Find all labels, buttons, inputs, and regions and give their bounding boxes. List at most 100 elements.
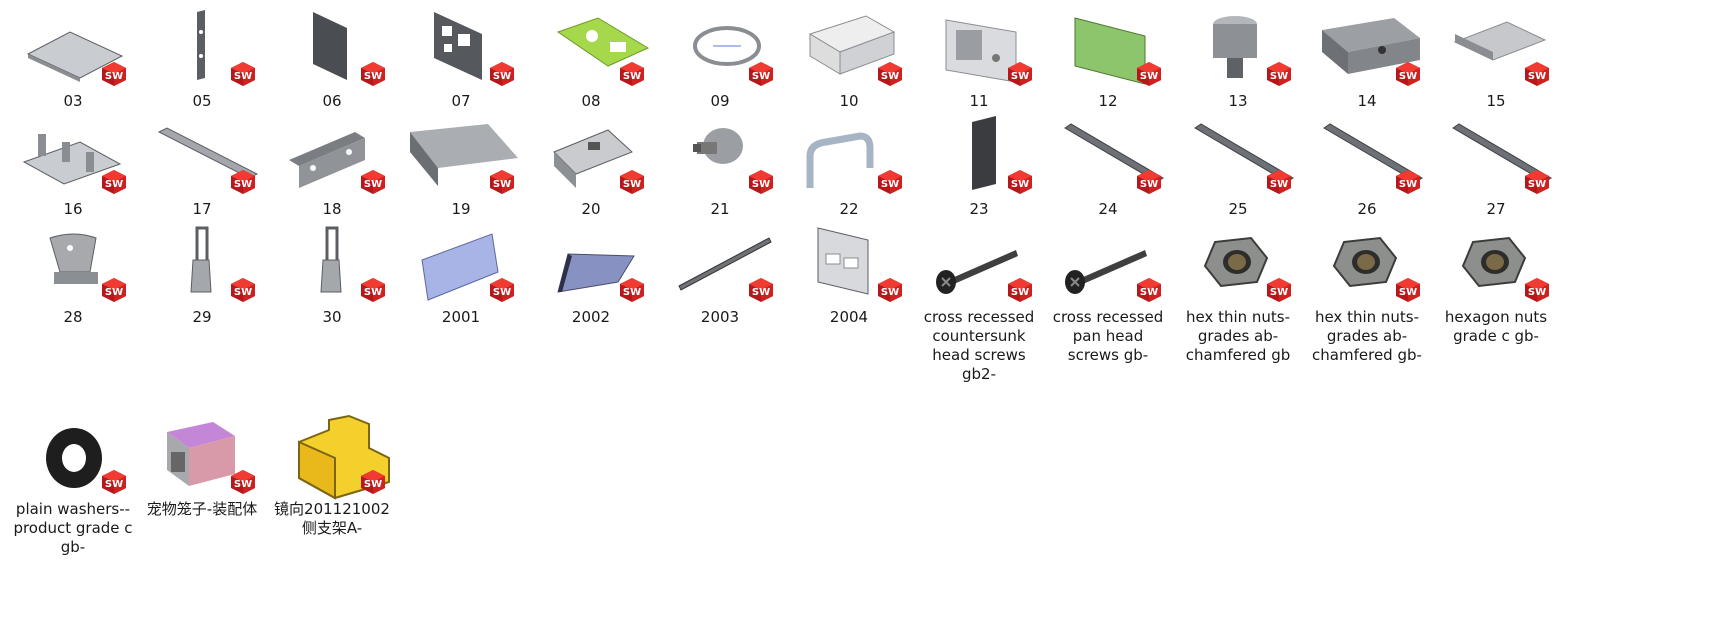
file-item[interactable]: SW 08	[528, 4, 654, 124]
file-name: cross recessed pan head screws gb-	[1052, 308, 1164, 364]
svg-text:SW: SW	[1528, 287, 1546, 298]
grid-panel-icon	[786, 220, 912, 308]
file-item[interactable]: SW cross recessed countersunk head screw…	[916, 220, 1042, 383]
svg-text:SW: SW	[881, 287, 899, 298]
file-item[interactable]: SW hex thin nuts-grades ab-chamfered gb-	[1304, 220, 1430, 364]
solidworks-badge-icon: SW	[878, 170, 902, 194]
file-item[interactable]: SW 2004	[786, 220, 912, 340]
svg-text:SW: SW	[1011, 71, 1029, 82]
file-name: 2004	[829, 308, 869, 326]
file-name: 13	[1228, 92, 1248, 110]
svg-text:SW: SW	[1270, 179, 1288, 190]
solidworks-badge-icon: SW	[1525, 62, 1549, 86]
svg-text:SW: SW	[1140, 71, 1158, 82]
file-item[interactable]: SW 03	[10, 4, 136, 124]
file-item[interactable]: SW 05	[139, 4, 265, 124]
svg-text:SW: SW	[105, 287, 123, 298]
file-item[interactable]: SW 21	[657, 112, 783, 232]
solidworks-badge-icon: SW	[231, 62, 255, 86]
file-name: 23	[969, 200, 989, 218]
solidworks-badge-icon: SW	[749, 170, 773, 194]
file-name: 21	[710, 200, 730, 218]
solidworks-badge-icon: SW	[1525, 278, 1549, 302]
rod-icon	[1304, 112, 1430, 200]
file-name: 30	[322, 308, 342, 326]
file-item[interactable]: SW 15	[1433, 4, 1559, 124]
file-item[interactable]: SW cross recessed pan head screws gb-	[1045, 220, 1171, 364]
file-item[interactable]: SW 19	[398, 112, 524, 232]
angle-bracket-icon	[269, 112, 395, 200]
svg-text:SW: SW	[105, 179, 123, 190]
green-plate-icon	[528, 4, 654, 92]
file-item[interactable]: SW hexagon nuts grade c gb-	[1433, 220, 1559, 345]
svg-text:SW: SW	[1399, 287, 1417, 298]
svg-text:SW: SW	[234, 287, 252, 298]
file-item[interactable]: SW 23	[916, 112, 1042, 232]
file-name: 08	[581, 92, 601, 110]
file-item[interactable]: SW 18	[269, 112, 395, 232]
svg-text:SW: SW	[234, 71, 252, 82]
channel-beam-icon	[398, 112, 524, 200]
solidworks-badge-icon: SW	[490, 278, 514, 302]
file-item[interactable]: SW 07	[398, 4, 524, 124]
file-item[interactable]: SW 11	[916, 4, 1042, 124]
file-name: 09	[710, 92, 730, 110]
solidworks-badge-icon: SW	[361, 470, 385, 494]
svg-text:SW: SW	[881, 179, 899, 190]
knob-icon	[657, 112, 783, 200]
file-item[interactable]: SW 09	[657, 4, 783, 124]
file-item[interactable]: SW hex thin nuts-grades ab-chamfered gb	[1175, 220, 1301, 364]
file-item[interactable]: SW 2001	[398, 220, 524, 340]
solidworks-badge-icon: SW	[361, 170, 385, 194]
file-item[interactable]: SW 28	[10, 220, 136, 340]
file-item[interactable]: SW 镜向201121002侧支架A-	[269, 412, 395, 537]
file-item[interactable]: SW 12	[1045, 4, 1171, 124]
file-item[interactable]: SW 20	[528, 112, 654, 232]
file-item[interactable]: SW 22	[786, 112, 912, 232]
rail-icon	[657, 220, 783, 308]
file-item[interactable]: SW 17	[139, 112, 265, 232]
file-item[interactable]: SW 26	[1304, 112, 1430, 232]
svg-text:SW: SW	[1528, 179, 1546, 190]
file-name: 27	[1486, 200, 1506, 218]
file-name: 2003	[700, 308, 740, 326]
file-name: 26	[1357, 200, 1377, 218]
file-item[interactable]: SW 宠物笼子-装配体	[139, 412, 265, 532]
file-item[interactable]: SW 06	[269, 4, 395, 124]
solidworks-badge-icon: SW	[490, 170, 514, 194]
svg-text:SW: SW	[623, 71, 641, 82]
plate-icon	[10, 4, 136, 92]
vent-panel-icon	[916, 4, 1042, 92]
bracket-icon	[1433, 4, 1559, 92]
file-item[interactable]: SW 30	[269, 220, 395, 340]
file-item[interactable]: SW 25	[1175, 112, 1301, 232]
file-item[interactable]: SW plain washers--product grade c gb-	[10, 412, 136, 556]
file-item[interactable]: SW 13	[1175, 4, 1301, 124]
file-name: 12	[1098, 92, 1118, 110]
svg-text:SW: SW	[1528, 71, 1546, 82]
file-item[interactable]: SW 10	[786, 4, 912, 124]
file-item[interactable]: SW 14	[1304, 4, 1430, 124]
handle-icon	[786, 112, 912, 200]
threaded-cylinder-icon	[1175, 4, 1301, 92]
file-item[interactable]: SW 27	[1433, 112, 1559, 232]
rod-icon	[1045, 112, 1171, 200]
file-name: 22	[839, 200, 859, 218]
file-grid: SW 03 SW 05 SW 06 SW 07 SW 08 SW 09 SW 1…	[10, 0, 1710, 639]
solidworks-badge-icon: SW	[1137, 278, 1161, 302]
ring-icon	[657, 4, 783, 92]
rod-icon	[1433, 112, 1559, 200]
svg-text:SW: SW	[493, 71, 511, 82]
dark-plate-icon	[269, 4, 395, 92]
file-item[interactable]: SW 2003	[657, 220, 783, 340]
file-item[interactable]: SW 16	[10, 112, 136, 232]
file-item[interactable]: SW 24	[1045, 112, 1171, 232]
solidworks-badge-icon: SW	[231, 170, 255, 194]
solidworks-badge-icon: SW	[231, 470, 255, 494]
file-item[interactable]: SW 2002	[528, 220, 654, 340]
svg-text:SW: SW	[364, 179, 382, 190]
solidworks-badge-icon: SW	[1525, 170, 1549, 194]
file-item[interactable]: SW 29	[139, 220, 265, 340]
nut-icon	[1175, 220, 1301, 308]
solidworks-badge-icon: SW	[1137, 62, 1161, 86]
